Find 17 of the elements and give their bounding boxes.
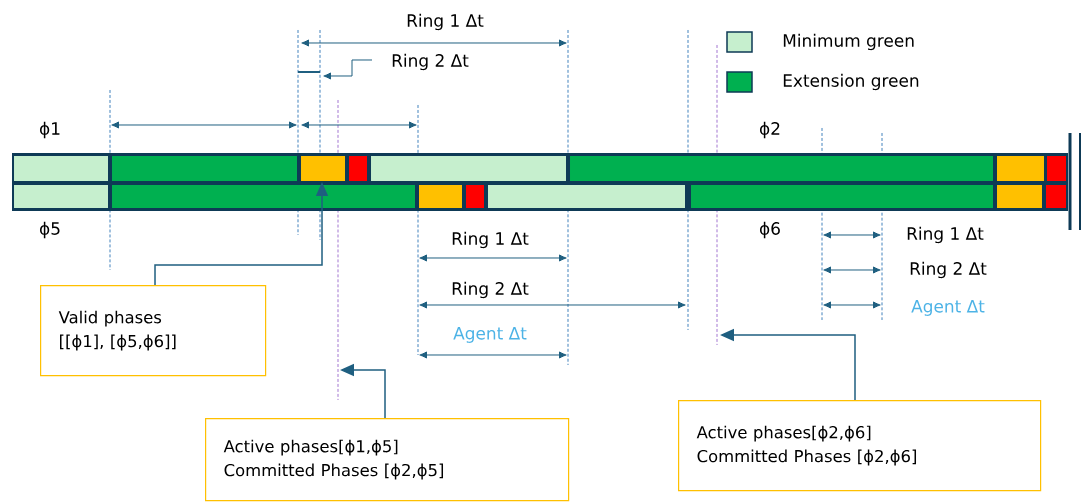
legend-label: Extension green (783, 73, 919, 91)
dimension-label: Ring 2 Δt (450, 280, 530, 300)
dimension-label: Ring 1 Δt (905, 225, 985, 245)
legend-label: Minimum green (783, 33, 914, 51)
dimension-label: ϕ6 (758, 220, 782, 240)
callout-box: Valid phases [[ϕ1], [ϕ5,ϕ6]] (40, 285, 267, 377)
dimension-label: Ring 1 Δt (450, 230, 530, 250)
dimension-label: Ring 1 Δt (405, 12, 485, 32)
dimension-label: ϕ2 (758, 120, 782, 140)
dimension-label: Ring 2 Δt (908, 260, 988, 280)
dimension-label: Ring 2 Δt (390, 52, 470, 72)
dimension-label: ϕ5 (38, 220, 62, 240)
callout-box: Active phases[ϕ1,ϕ5] Committed Phases [ϕ2,ϕ5] (205, 418, 570, 502)
callout-box: Active phases[ϕ2,ϕ6] Committed Phases [ϕ2,ϕ6] (678, 400, 1042, 492)
dimension-label: Agent Δt (452, 326, 528, 344)
dimension-label: Agent Δt (910, 299, 986, 317)
dimension-label: ϕ1 (38, 120, 62, 140)
